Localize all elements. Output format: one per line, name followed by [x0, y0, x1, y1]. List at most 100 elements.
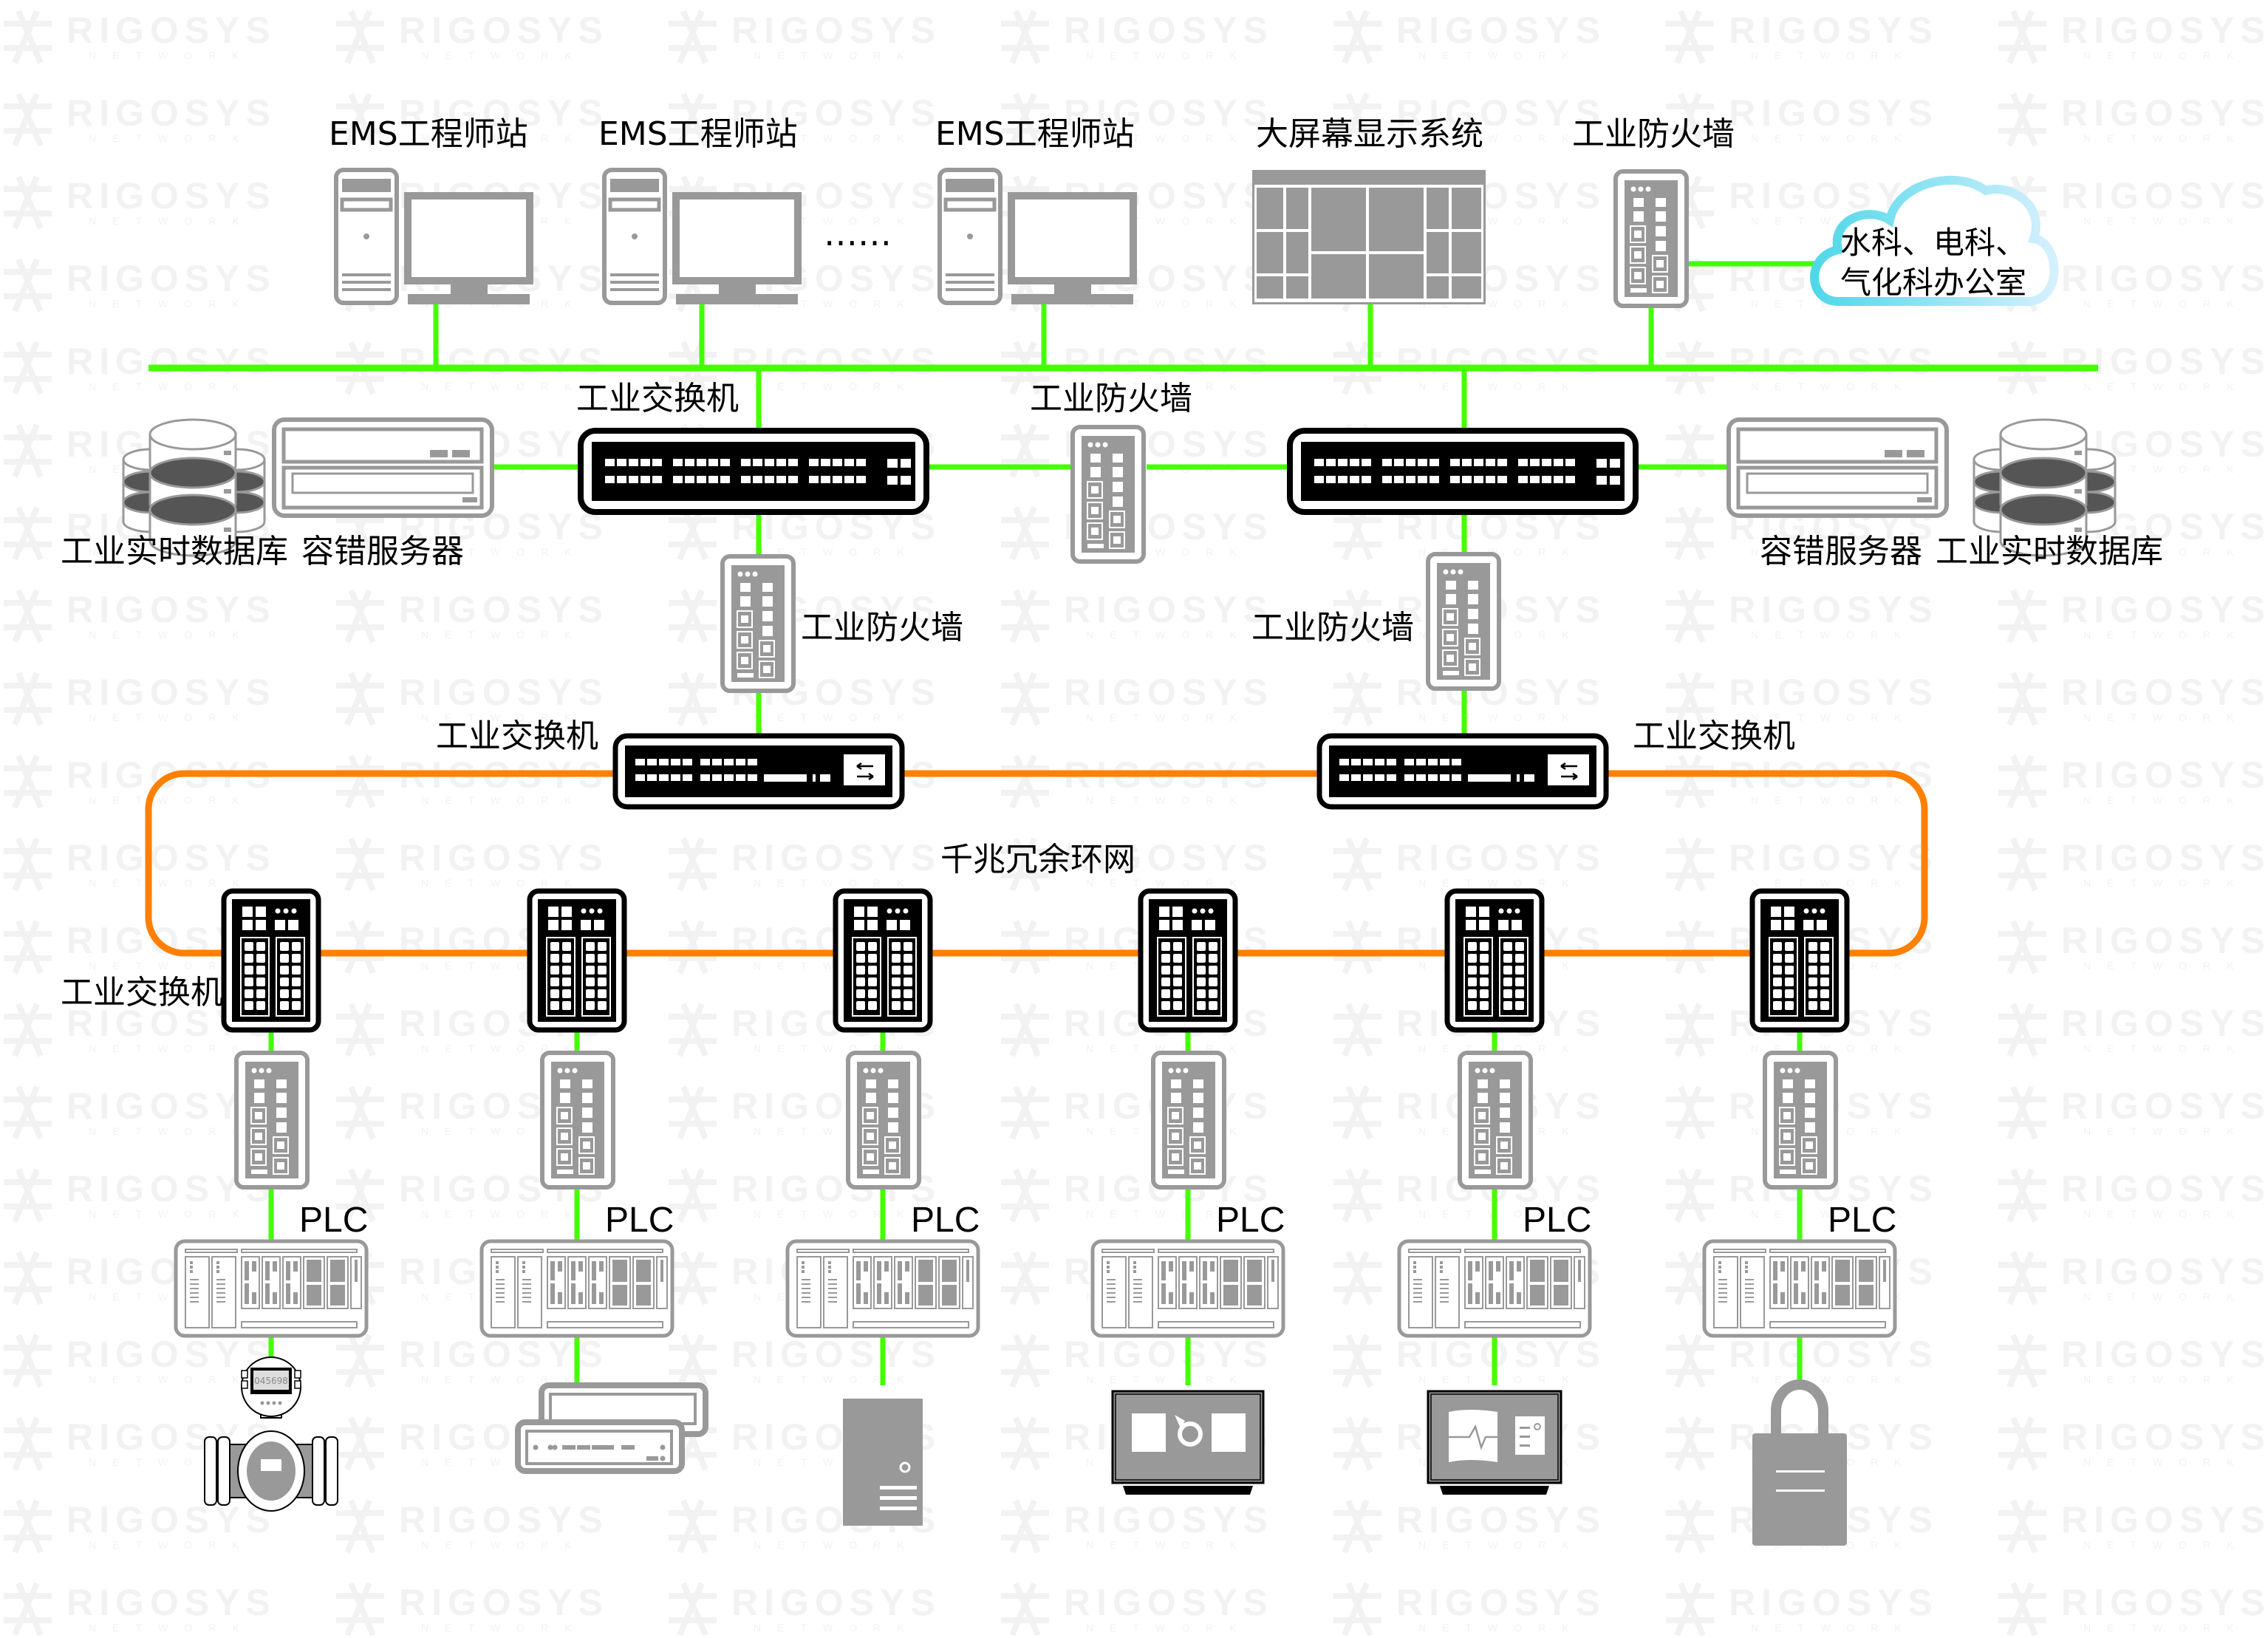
svg-text:NETWORK: NETWORK [2083, 50, 2250, 61]
video-wall-tile [1427, 276, 1449, 298]
svg-text:RIGOSYS: RIGOSYS [731, 341, 941, 382]
video-wall-tile [1369, 188, 1424, 251]
svg-text:NETWORK: NETWORK [89, 1125, 256, 1137]
svg-text:NETWORK: NETWORK [1086, 381, 1253, 392]
ring-label: 千兆冗余环网 [940, 841, 1135, 878]
switch-port [1773, 989, 1782, 998]
plc-label: PLC [605, 1201, 674, 1240]
flow-meter-icon[interactable]: 045698 [204, 1357, 338, 1512]
monitor-panel-icon[interactable] [1427, 1390, 1562, 1495]
plc-icon[interactable] [174, 1239, 369, 1338]
switch-port [1773, 942, 1782, 951]
switch-port [697, 476, 706, 483]
ring-switch-icon[interactable] [612, 733, 905, 810]
label-ws3: EMS工程师站 [935, 115, 1135, 153]
firewall-icon[interactable] [1070, 425, 1146, 564]
svg-text:NETWORK: NETWORK [1418, 50, 1585, 61]
firewall-icon[interactable] [540, 1051, 615, 1190]
svg-text:NETWORK: NETWORK [2083, 1291, 2250, 1303]
switch-port [1350, 476, 1359, 483]
server-icon[interactable] [272, 417, 494, 518]
firewall-icon[interactable] [1426, 552, 1501, 691]
tower-server-icon[interactable] [843, 1399, 923, 1526]
field-switch-icon[interactable] [1749, 888, 1850, 1033]
field-switch-icon[interactable] [221, 888, 321, 1033]
field-switch-icon[interactable] [833, 888, 933, 1033]
svg-text:RIGOSYS: RIGOSYS [2061, 1582, 2268, 1623]
svg-text:RIGOSYS: RIGOSYS [399, 1334, 609, 1375]
database-icon[interactable] [122, 418, 266, 557]
svg-text:NETWORK: NETWORK [421, 1125, 588, 1137]
svg-text:NETWORK: NETWORK [421, 1042, 588, 1054]
hmi-panel-icon[interactable] [1111, 1390, 1265, 1495]
firewall-icon[interactable] [1763, 1051, 1838, 1190]
plc-icon[interactable] [785, 1239, 980, 1338]
switch-port [245, 966, 253, 975]
rack-units-icon[interactable] [515, 1382, 708, 1474]
plc-icon[interactable] [1090, 1239, 1285, 1338]
svg-text:NETWORK: NETWORK [2083, 877, 2250, 889]
switch-port [1394, 459, 1404, 466]
switch-port [1480, 1001, 1489, 1010]
field-switch-icon[interactable] [1444, 888, 1545, 1033]
end-device [1752, 1379, 1847, 1546]
switch-port [1497, 476, 1507, 483]
firewall-icon[interactable] [846, 1051, 921, 1190]
switch-port [892, 954, 901, 963]
switch-port [1785, 1001, 1794, 1010]
switch-port [647, 759, 657, 765]
switch-port [673, 476, 683, 483]
plc-icon[interactable] [479, 1239, 674, 1338]
svg-text:RIGOSYS: RIGOSYS [1396, 1334, 1606, 1375]
svg-text:RIGOSYS: RIGOSYS [1064, 341, 1274, 382]
switch-port [562, 1001, 571, 1010]
switch-port [1468, 966, 1477, 975]
firewall-icon[interactable] [1458, 1051, 1533, 1190]
svg-text:RIGOSYS: RIGOSYS [1064, 1334, 1274, 1375]
plc-icon[interactable] [1702, 1239, 1897, 1338]
svg-text:NETWORK: NETWORK [754, 381, 920, 392]
rack-switch-icon[interactable] [1287, 428, 1639, 515]
ring-switch-icon[interactable] [1316, 733, 1609, 810]
svg-text:NETWORK: NETWORK [89, 298, 256, 310]
switch-port [1351, 774, 1361, 781]
field-switch-icon[interactable] [527, 888, 627, 1033]
switch-port [788, 459, 798, 466]
firewall-icon[interactable] [1613, 169, 1689, 308]
firewall-icon[interactable] [234, 1051, 310, 1190]
switch-port [1428, 774, 1438, 781]
switch-port [1350, 459, 1359, 466]
svg-text:NETWORK: NETWORK [2083, 1539, 2250, 1551]
plc-icon[interactable] [1397, 1239, 1592, 1338]
switch-port [1161, 989, 1170, 998]
switch-port [629, 459, 638, 466]
firewall-icon[interactable] [1151, 1051, 1226, 1190]
server-icon[interactable] [1726, 417, 1949, 518]
svg-text:RIGOSYS: RIGOSYS [399, 10, 609, 51]
firewall-icon[interactable] [720, 554, 796, 693]
svg-text:RIGOSYS: RIGOSYS [2061, 672, 2268, 713]
workstation-icon[interactable] [937, 168, 1137, 305]
database-icon[interactable] [1972, 418, 2117, 557]
switch-port [892, 966, 901, 975]
video-wall-icon[interactable] [1252, 170, 1486, 304]
field-switch-icon[interactable] [1138, 888, 1238, 1033]
svg-text:RIGOSYS: RIGOSYS [2061, 837, 2268, 878]
workstation-icon[interactable] [602, 168, 802, 305]
padlock-icon[interactable] [1752, 1379, 1847, 1546]
workstation-icon[interactable] [334, 168, 533, 305]
cloud-icon[interactable] [1810, 176, 2059, 306]
switch-port [562, 977, 571, 986]
rack-switch-icon[interactable] [578, 428, 929, 515]
switch-port [821, 459, 830, 466]
